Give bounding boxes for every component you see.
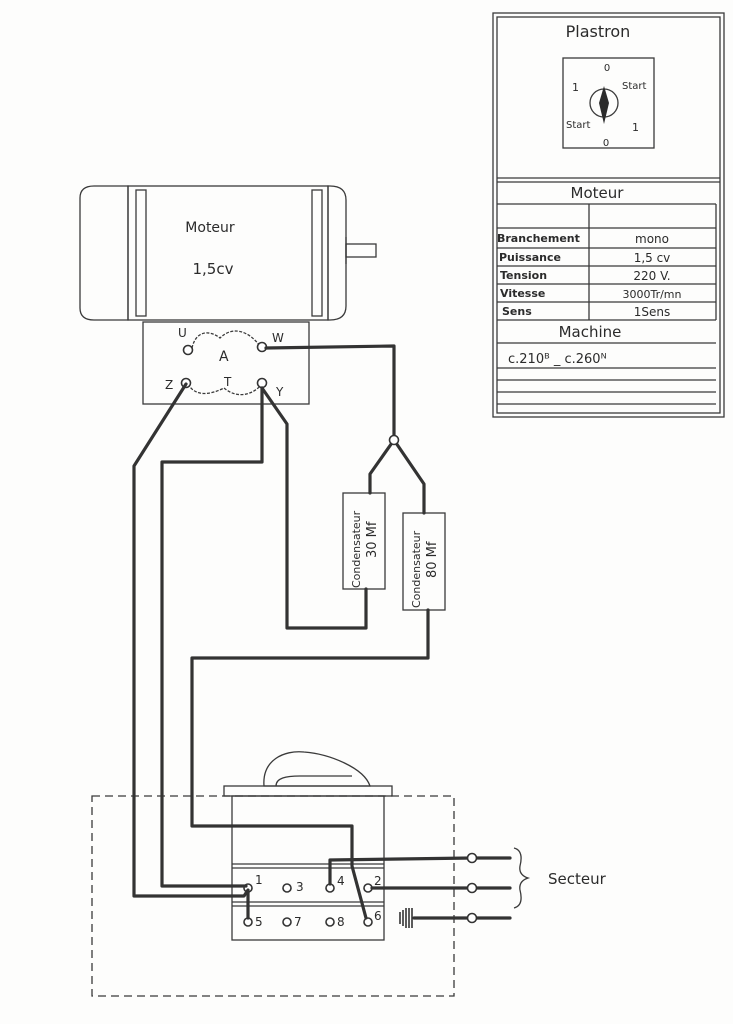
wire-cap80-to-terminal6	[190, 608, 430, 920]
wire-junction-to-cap80	[392, 438, 426, 515]
spec-value: 3000Tr/mn	[622, 288, 681, 301]
panel-machine-value: c.210ᴮ _ c.260ᴺ	[508, 352, 607, 367]
motor-ring-left	[135, 189, 147, 317]
switch-label-2: 2	[374, 874, 382, 888]
motor-terminal-box: U W Z Y A T	[142, 321, 310, 405]
terminal-box-outline	[142, 321, 310, 405]
motor-body	[127, 185, 329, 321]
spec-label: Puissance	[499, 251, 561, 264]
switch-label-3: 3	[296, 880, 304, 894]
rotary-switch: 0 0 1 1 Start Start	[562, 57, 655, 149]
capacitor-30-value: 30 Mf	[365, 521, 380, 558]
switch-terminal-7	[282, 917, 292, 927]
label-a: A	[219, 349, 229, 365]
spec-row-branchement: Branchement mono	[497, 232, 669, 246]
label-z: Z	[165, 378, 173, 392]
spec-label: Branchement	[497, 232, 580, 245]
spec-label: Vitesse	[500, 287, 545, 300]
wire-cap30-to-y	[260, 386, 368, 630]
specification-panel: Plastron 0 0 1 1 Start Start Moteur Bran…	[492, 12, 725, 418]
switch-one-left: 1	[572, 81, 579, 94]
panel-machine-heading: Machine	[559, 323, 622, 341]
spec-label: Sens	[502, 305, 532, 318]
mains-terminal-earth	[466, 912, 478, 924]
spec-row-puissance: Puissance 1,5 cv	[499, 251, 670, 265]
switch-label-7: 7	[294, 915, 302, 929]
switch-enclosure-dashed	[91, 795, 455, 997]
switch-label-5: 5	[255, 915, 263, 929]
motor: Moteur 1,5cv	[79, 185, 377, 321]
motor-power: 1,5cv	[193, 260, 234, 278]
spec-value: mono	[635, 232, 669, 246]
rotary-switch-plate	[562, 57, 655, 149]
switch-terminal-6	[363, 917, 373, 927]
terminal-y	[256, 377, 268, 389]
switch-label-8: 8	[337, 915, 345, 929]
reversing-switch: 1 3 4 2 5 7 8 6	[91, 751, 455, 997]
switch-label-4: 4	[337, 874, 345, 888]
earth-ground-icon	[399, 908, 413, 928]
capacitor-80-label: Condensateur	[410, 530, 423, 608]
spec-row-tension: Tension 220 V.	[500, 269, 671, 283]
wire-junction	[388, 434, 400, 446]
switch-cap	[223, 785, 393, 797]
panel-title: Plastron	[566, 22, 631, 41]
wire-y-to-terminal1	[160, 386, 264, 888]
winding-coil-top	[191, 330, 261, 349]
mains-brace	[513, 847, 531, 909]
label-t: T	[223, 375, 232, 389]
wire-terminal4-to-mains	[328, 856, 474, 886]
spec-value: 220 V.	[633, 269, 670, 283]
wire-z-to-terminal1	[132, 382, 250, 898]
mains-terminal-l2	[466, 882, 478, 894]
switch-label-1: 1	[255, 873, 263, 887]
wire-w-to-junction	[264, 344, 396, 442]
spec-label: Tension	[500, 269, 547, 282]
spec-row-sens: Sens 1Sens	[502, 305, 670, 319]
panel-outer-frame	[492, 12, 725, 418]
terminal-u	[182, 344, 194, 356]
label-y: Y	[275, 385, 284, 399]
motor-title: Moteur	[185, 220, 235, 236]
motor-left-cap	[79, 185, 129, 321]
switch-terminal-8	[325, 917, 335, 927]
capacitor-30: Condensateur 30 Mf	[342, 492, 386, 590]
spec-row-vitesse: Vitesse 3000Tr/mn	[500, 287, 682, 301]
rotary-switch-pointer	[599, 86, 609, 124]
panel-motor-heading: Moteur	[571, 184, 625, 202]
motor-right-cap	[327, 185, 347, 321]
spec-value: 1,5 cv	[634, 251, 671, 265]
mains-terminal-l1	[466, 852, 478, 864]
spec-value: 1Sens	[634, 305, 671, 319]
motor-ring-right	[311, 189, 323, 317]
panel-inner-frame	[496, 16, 721, 414]
switch-handle	[263, 751, 371, 787]
label-w: W	[272, 331, 284, 345]
capacitor-80-value: 80 Mf	[425, 541, 440, 578]
wiring	[132, 344, 512, 924]
switch-zero-bottom: 0	[603, 138, 609, 149]
capacitor-30-label: Condensateur	[350, 510, 363, 588]
switch-zero-top: 0	[604, 63, 610, 74]
motor-shaft	[345, 243, 377, 258]
switch-start-right: Start	[622, 81, 647, 92]
switch-start-left: Start	[566, 120, 591, 131]
wire-junction-to-cap30	[368, 438, 396, 495]
label-u: U	[178, 326, 187, 340]
mains-label: Secteur	[548, 870, 607, 888]
switch-one-right: 1	[632, 121, 639, 134]
capacitor-80: Condensateur 80 Mf	[402, 512, 446, 611]
switch-label-6: 6	[374, 909, 382, 923]
switch-terminal-3	[282, 883, 292, 893]
capacitor-30-body	[342, 492, 386, 590]
